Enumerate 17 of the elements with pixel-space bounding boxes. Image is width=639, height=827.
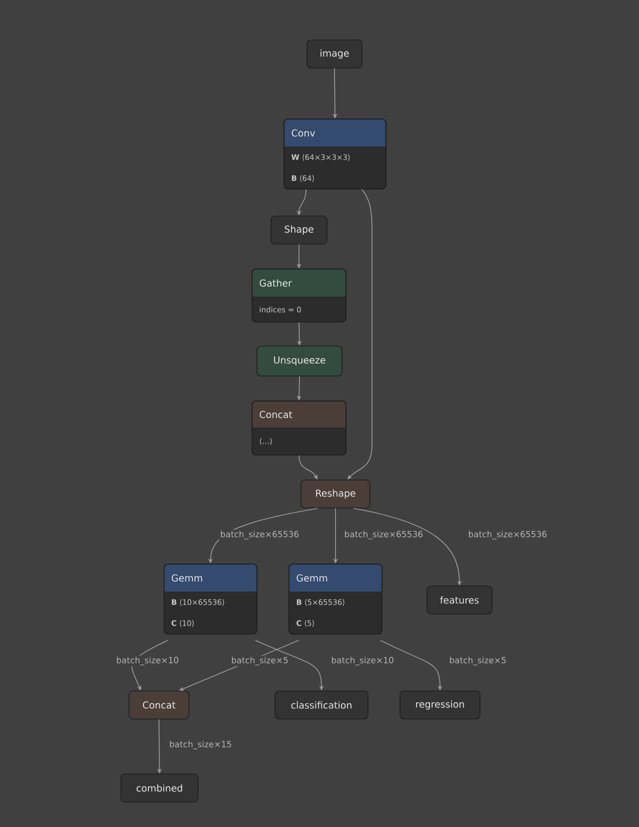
edge-label: batch_size×65536 [467, 530, 548, 540]
edge-label: batch_size×5 [230, 656, 290, 666]
edge-label: batch_size×10 [330, 656, 395, 666]
operator-box: Reshape [300, 480, 370, 508]
output-box: features [426, 586, 492, 614]
input-box: image [306, 40, 362, 68]
output-box: regression [400, 690, 480, 720]
operator-box: Shape [270, 216, 328, 244]
edge-label: batch_size×65536 [343, 530, 424, 540]
operator-box: Unsqueeze [256, 346, 342, 376]
edge-label: batch_size×15 [168, 740, 233, 750]
edge-label: batch_size×5 [448, 656, 508, 666]
output-box: combined [120, 774, 198, 802]
edge-label: batch_size×10 [115, 656, 180, 666]
output-box: classification [274, 690, 368, 720]
operator-box: Concat [128, 690, 190, 720]
edge-label: batch_size×65536 [219, 530, 300, 540]
